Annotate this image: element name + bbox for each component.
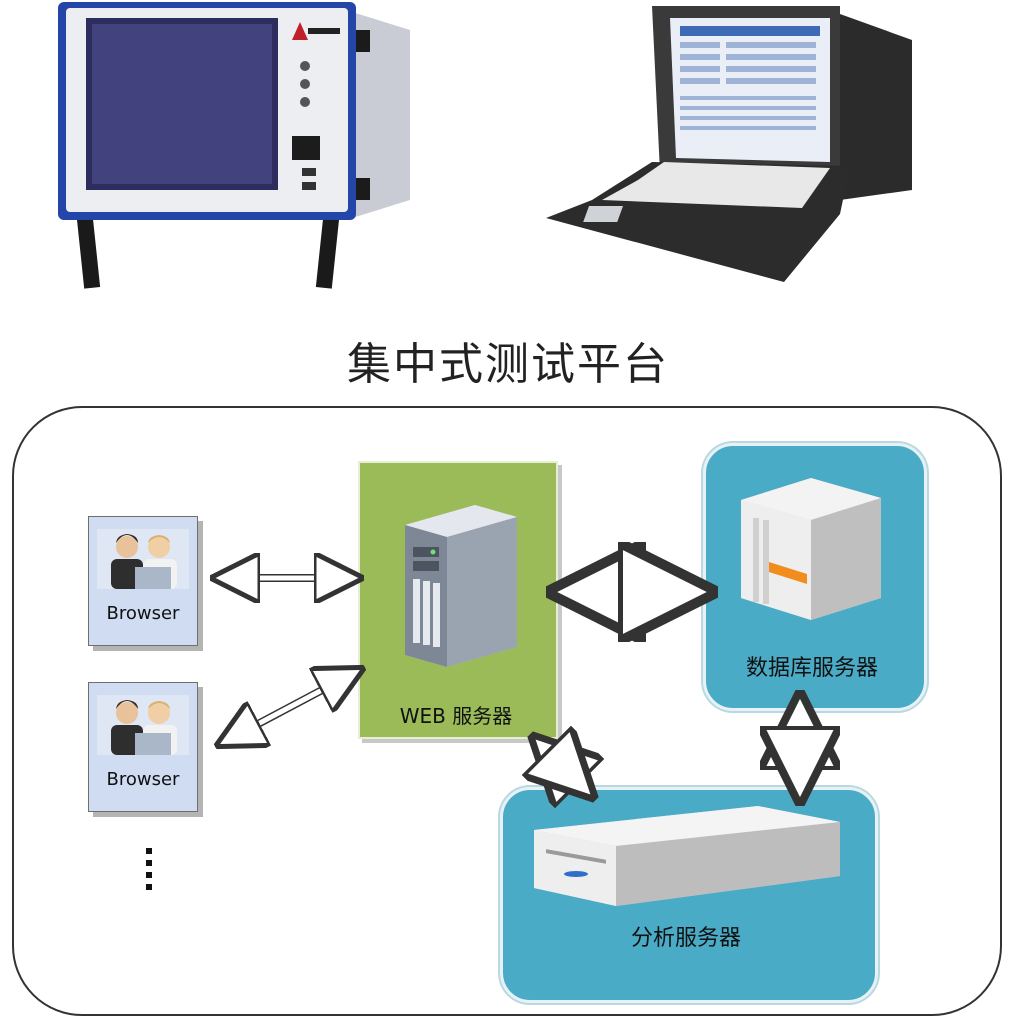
platform-frame: [12, 406, 1002, 1016]
more-clients-ellipsis: [146, 848, 152, 896]
diagram-title: 集中式测试平台: [347, 339, 669, 390]
arrow-browser2-web: [224, 672, 356, 742]
browser-client: Browser: [88, 682, 198, 812]
users-at-computer-icon: [97, 529, 189, 589]
analysis-server-label: 分析服务器: [630, 926, 741, 951]
users-at-computer-icon: [97, 695, 189, 755]
browser-label: Browser: [106, 769, 180, 790]
arrow-web-analysis: [540, 744, 586, 790]
portable-tester-photo: [58, 2, 410, 289]
rack-server-icon: [534, 806, 840, 906]
database-server-label: 数据库服务器: [745, 656, 878, 681]
browser-label: Browser: [106, 603, 180, 624]
web-server-label: WEB 服务器: [399, 704, 513, 728]
rugged-laptop-photo: [546, 6, 912, 282]
browser-client: Browser: [88, 516, 198, 646]
tower-server-icon: [405, 505, 517, 667]
database-server-icon: [741, 478, 881, 620]
